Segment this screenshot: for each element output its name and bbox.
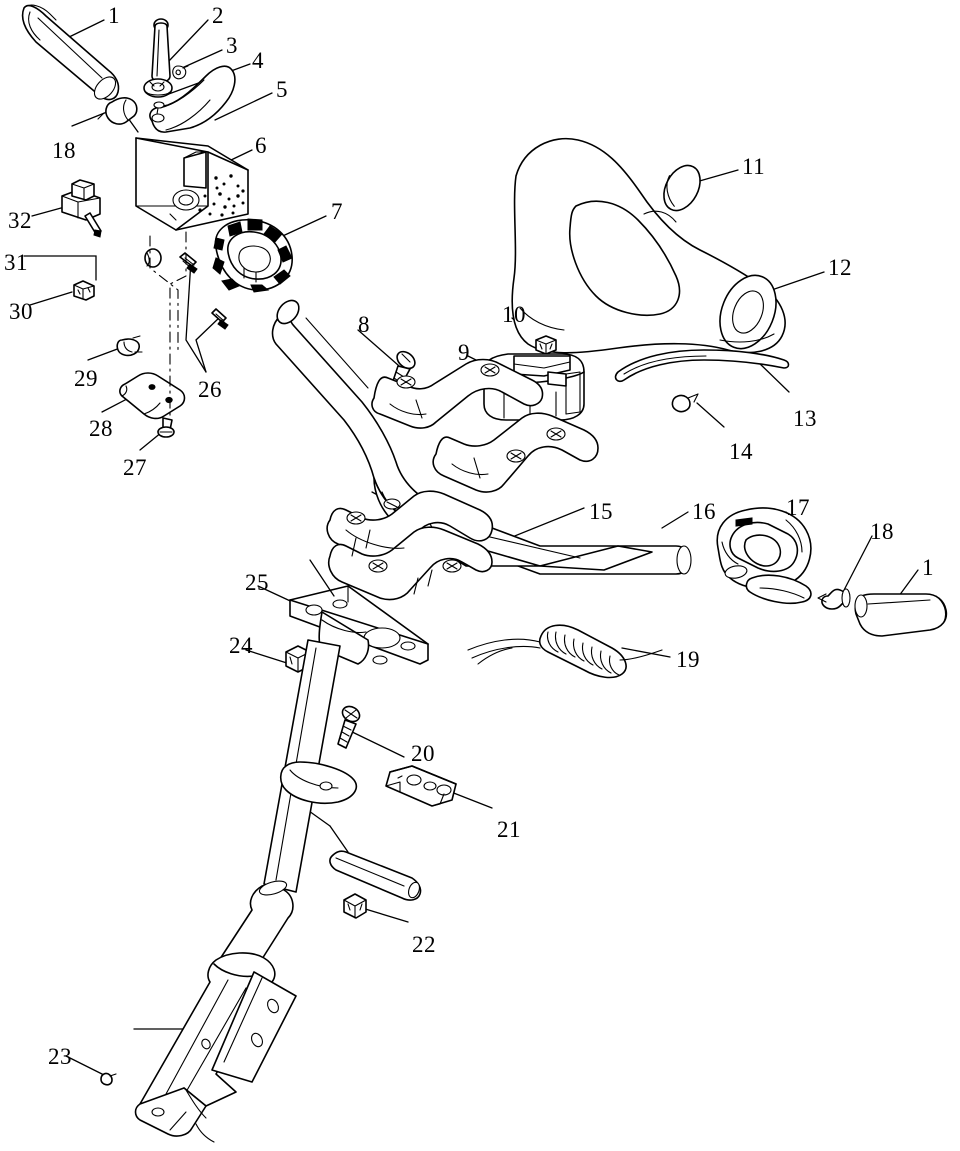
callout-label-21: 21 (497, 817, 521, 842)
part-riser-clamp-lower (326, 490, 494, 601)
part-cable-clip (671, 393, 699, 413)
callout-label-1-right: 1 (922, 555, 934, 580)
callout-label-2: 2 (212, 3, 224, 28)
callout-label-19: 19 (676, 647, 700, 672)
callout-label-9: 9 (458, 340, 470, 365)
part-nut (73, 280, 95, 301)
part-washer (143, 78, 173, 98)
callout-label-32: 32 (8, 208, 32, 233)
callout-label-18-left: 18 (52, 138, 76, 163)
part-seat-cap-plug (663, 164, 701, 212)
callout-label-12: 12 (828, 255, 852, 280)
part-handlebar-grip-right (854, 593, 948, 637)
part-cable-clamp (116, 335, 143, 357)
part-lock-nut-lower (343, 893, 367, 919)
callout-label-20: 20 (411, 741, 435, 766)
part-steering-post (263, 639, 358, 893)
callout-label-25: 25 (245, 570, 269, 595)
part-lock-nut (535, 335, 557, 355)
callout-label-23: 23 (48, 1044, 72, 1069)
callout-label-4: 4 (252, 48, 264, 73)
part-spacer-tube (329, 850, 422, 901)
part-throttle-drum (212, 218, 293, 293)
callout-label-29: 29 (74, 366, 98, 391)
callout-label-11: 11 (742, 154, 766, 179)
part-wire-harness-coil (467, 624, 663, 679)
part-grip-end-cap-right (817, 588, 851, 610)
part-cotter-pin (100, 1072, 117, 1086)
callout-label-3: 3 (226, 33, 238, 58)
callout-label-27: 27 (123, 455, 147, 480)
callout-label-15: 15 (589, 499, 613, 524)
callout-label-8: 8 (358, 312, 370, 337)
callout-label-28: 28 (89, 416, 113, 441)
part-kill-switch (61, 179, 102, 238)
callout-label-31: 31 (4, 250, 28, 275)
part-screws-pair (179, 252, 229, 330)
part-brake-lever-assembly (716, 507, 812, 605)
part-handlebar-grip-left (21, 4, 120, 101)
callout-label-1: 1 (108, 3, 120, 28)
callout-label-13: 13 (793, 406, 817, 431)
part-handlebar-clamp-upper (371, 358, 599, 493)
texture-speckles (198, 174, 245, 217)
callout-label-6: 6 (255, 133, 267, 158)
callout-label-26: 26 (198, 377, 222, 402)
assembly-centerlines (149, 231, 187, 421)
part-steering-post-mount-plate (289, 585, 429, 665)
callout-label-17: 17 (786, 495, 810, 520)
part-bracket-plate (119, 372, 186, 420)
part-e-clip (172, 65, 189, 80)
part-throttle-lever (149, 65, 236, 133)
part-throttle-lever-shaft (151, 18, 171, 83)
part-cable-guide-plate (385, 765, 457, 807)
callout-label-7: 7 (331, 199, 343, 224)
callout-label-5: 5 (276, 77, 288, 102)
leader-lines (23, 19, 919, 1076)
part-grip-end-cap-left (97, 97, 138, 125)
callout-label-10: 10 (502, 302, 526, 327)
part-screw-lower (157, 417, 175, 438)
callout-label-14: 14 (729, 439, 753, 464)
callout-label-18-right: 18 (870, 519, 894, 544)
callout-label-30: 30 (9, 299, 33, 324)
part-seat-trim-strip (614, 349, 790, 383)
part-throttle-block-housing (135, 137, 249, 231)
part-screw (337, 705, 361, 749)
callout-label-24: 24 (229, 633, 253, 658)
callout-label-22: 22 (412, 932, 436, 957)
callout-label-16: 16 (692, 499, 716, 524)
part-seat-cushion (511, 137, 786, 354)
part-cable-end (144, 248, 162, 268)
part-lower-fork (134, 880, 297, 1143)
